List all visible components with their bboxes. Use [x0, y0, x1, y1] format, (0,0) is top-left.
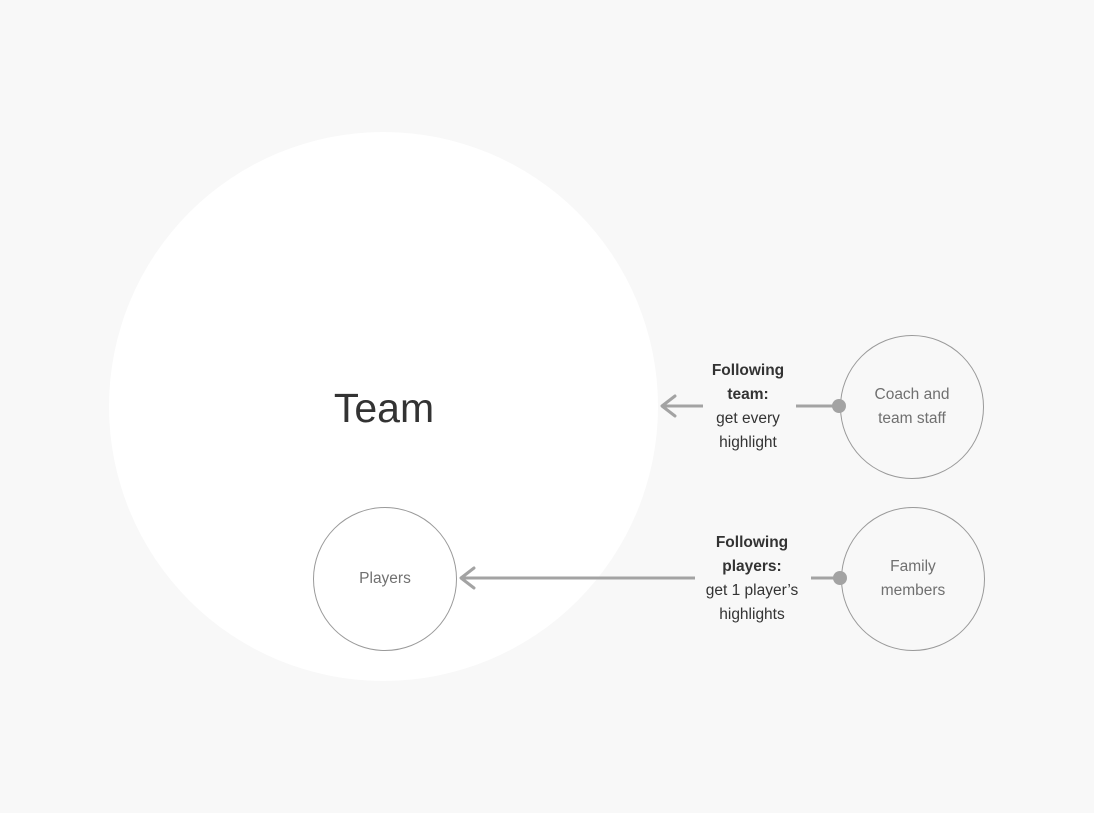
coach-label-line2: team staff	[878, 410, 946, 427]
players-follow-line-4: highlights	[719, 606, 785, 623]
team-follow-bold-2: team:	[727, 386, 769, 403]
family-label: Family members	[881, 555, 946, 603]
players-follow-bold-1: Following	[715, 534, 789, 551]
team-arrowhead-icon	[660, 394, 677, 418]
team-follow-line-4: highlight	[719, 434, 777, 451]
team-follow-line-3: get every	[716, 410, 780, 427]
family-label-line2: members	[880, 582, 946, 599]
team-label: Team	[333, 385, 435, 431]
team-follow-bold-1: Following	[711, 362, 785, 379]
coach-circle: Coach and team staff	[840, 335, 984, 479]
players-label: Players	[359, 570, 411, 587]
coach-label-line1: Coach and	[874, 386, 950, 403]
family-circle: Family members	[841, 507, 985, 651]
team-follow-label: Following team: get every highlight	[693, 359, 803, 455]
players-follow-label: Following players: get 1 player’s highli…	[693, 531, 811, 627]
players-follow-line-3: get 1 player’s	[705, 582, 799, 599]
coach-label: Coach and team staff	[875, 383, 950, 431]
players-follow-bold-2: players:	[722, 558, 782, 575]
players-circle: Players	[313, 507, 457, 651]
family-label-line1: Family	[890, 558, 936, 575]
